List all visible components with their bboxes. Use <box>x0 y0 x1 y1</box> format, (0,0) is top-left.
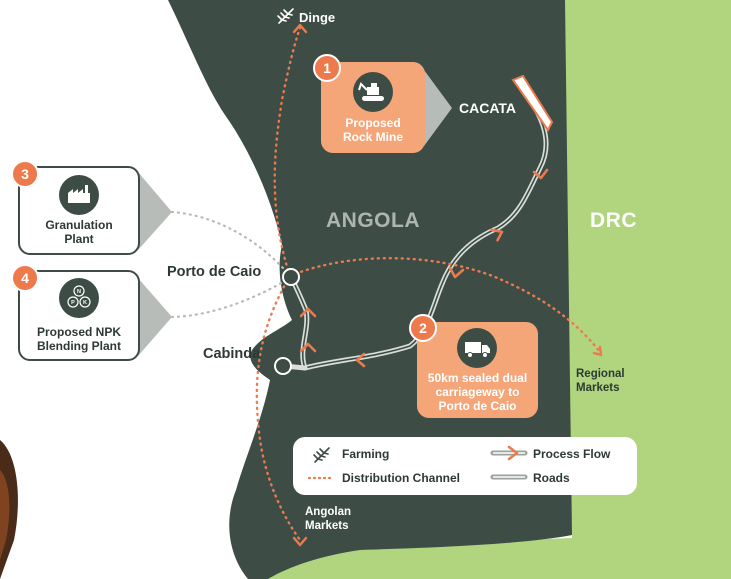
npk-card: N P K Proposed NPK Blending Plant <box>18 270 140 361</box>
porto-de-caio-label: Porto de Caio <box>167 264 262 280</box>
process-flow-arrows <box>299 168 549 368</box>
drc-label: DRC <box>590 209 637 232</box>
porto-de-caio-node <box>282 268 300 286</box>
factory-icon <box>59 175 99 215</box>
legend-process-flow-icon <box>490 445 528 461</box>
cabinda-node <box>274 357 292 375</box>
road-text: 50km sealed dual carriageway to Porto de… <box>427 371 528 413</box>
cacata-label: CACATA <box>459 100 517 116</box>
truck-icon <box>457 328 497 368</box>
npk-link <box>170 276 292 319</box>
legend-farming-label: Farming <box>342 447 390 461</box>
angolan-markets-label: Angolan Markets <box>305 506 351 532</box>
npk-letter-k: K <box>83 300 87 306</box>
angola-land <box>168 0 572 579</box>
road-card: 50km sealed dual carriageway to Porto de… <box>417 322 538 418</box>
legend-roads-label: Roads <box>533 471 570 485</box>
npk-text: Proposed NPK Blending Plant <box>36 325 121 353</box>
rock-mine-number: 1 <box>313 54 341 82</box>
npk-molecule-icon: N P K <box>59 278 99 318</box>
legend: Farming Distribution Channel Process Flo… <box>293 437 637 495</box>
granulation-link <box>170 210 292 278</box>
npk-number: 4 <box>11 264 39 292</box>
npk-pointer <box>138 278 172 356</box>
cacata-deposit-icon <box>511 74 554 132</box>
granulation-text: Granulation Plant <box>45 218 113 246</box>
regional-markets-label: Regional Markets <box>576 368 625 394</box>
dinge-label: Dinge <box>299 10 336 25</box>
granulation-card: Granulation Plant <box>18 166 140 255</box>
npk-letter-p: P <box>71 300 75 306</box>
legend-process-flow-label: Process Flow <box>533 447 611 461</box>
drc-land <box>268 0 731 579</box>
cabinda-label: Cabinda <box>203 346 261 362</box>
rock-mine-card: Proposed Rock Mine <box>321 62 425 153</box>
granulation-pointer <box>138 172 172 250</box>
rock-mine-pointer <box>424 70 452 146</box>
angola-label: ANGOLA <box>326 209 420 232</box>
rock-mine-text: Proposed Rock Mine <box>342 116 403 144</box>
road-number: 2 <box>409 314 437 342</box>
granulation-number: 3 <box>11 160 39 188</box>
legend-farming-icon <box>313 447 330 463</box>
npk-letter-n: N <box>77 289 81 295</box>
excavator-icon <box>353 72 393 112</box>
distribution-channels <box>255 26 602 542</box>
farming-icon-dinge <box>277 8 294 24</box>
legend-distribution-label: Distribution Channel <box>342 471 460 485</box>
